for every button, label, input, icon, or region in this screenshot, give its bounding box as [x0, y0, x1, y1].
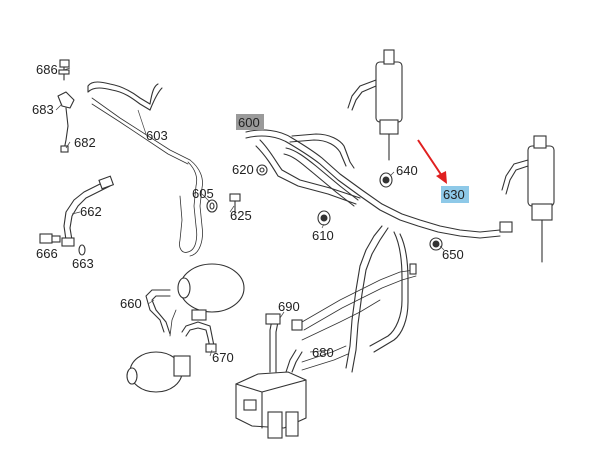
strut-right: [499, 135, 555, 263]
red-arrow: [417, 139, 447, 184]
label-662: 662: [80, 204, 102, 219]
label-690: 690: [278, 299, 300, 314]
label-682: 682: [74, 135, 96, 150]
pipe-600: [245, 129, 501, 239]
highlight-box-630: [441, 186, 469, 203]
clip-620: [256, 164, 268, 176]
sensor-683: [57, 91, 75, 153]
valve-block: [235, 313, 307, 439]
bolt-686: [58, 59, 70, 81]
bolt-666: [39, 233, 61, 244]
label-666: 666: [36, 246, 58, 261]
label-686: 686: [36, 62, 58, 77]
grommet-650: [429, 237, 443, 251]
pipe-662: [61, 175, 115, 247]
strut-left: [347, 49, 403, 161]
label-680: 680: [312, 345, 334, 360]
grommet-610: [317, 210, 331, 226]
clip-605: [206, 199, 218, 213]
label-650: 650: [442, 247, 464, 262]
label-630: 630: [443, 187, 465, 202]
label-610: 610: [312, 228, 334, 243]
label-670: 670: [212, 350, 234, 365]
pipe-680: [301, 225, 417, 373]
accumulator-upper: [177, 263, 245, 321]
washer-663: [78, 244, 86, 256]
line-670: [181, 321, 217, 353]
label-603: 603: [146, 128, 168, 143]
label-640: 640: [396, 163, 418, 178]
leader-lines: [55, 67, 445, 357]
label-620: 620: [232, 162, 254, 177]
label-625: 625: [230, 208, 252, 223]
grommet-640: [379, 172, 393, 188]
label-605: 605: [192, 186, 214, 201]
label-663: 663: [72, 256, 94, 271]
label-683: 683: [32, 102, 54, 117]
pipe-603: [87, 81, 203, 257]
label-660: 660: [120, 296, 142, 311]
accumulator-lower: [126, 351, 191, 393]
highlight-box-600: [236, 114, 264, 130]
bolt-625: [229, 193, 241, 215]
line-660: [145, 289, 177, 337]
label-600: 600: [238, 115, 260, 130]
